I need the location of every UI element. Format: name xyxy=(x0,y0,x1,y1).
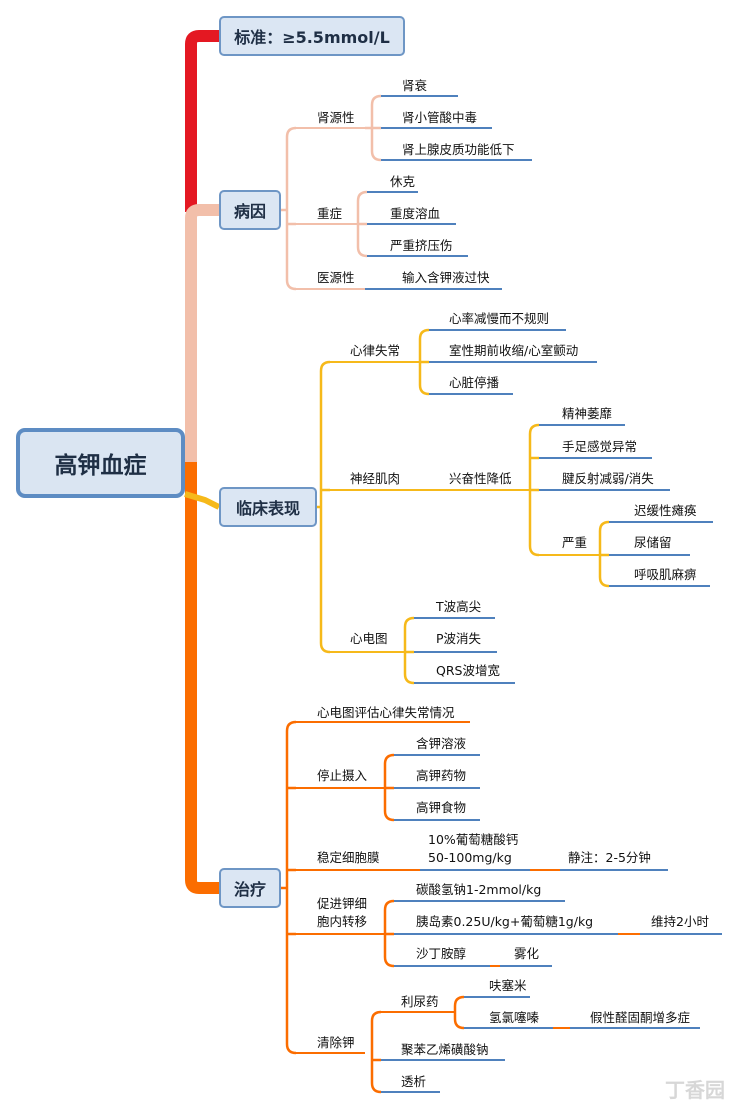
treatment-shift-insulin-duration[interactable]: 维持2小时 xyxy=(651,914,709,929)
treatment-stop-bracket-bottom xyxy=(383,788,395,822)
clinical-arr-bracket-bottom xyxy=(418,362,430,396)
treatment-stabilize-drug-1[interactable]: 10%葡萄糖酸钙 xyxy=(428,832,519,847)
treatment-dialysis[interactable]: 透析 xyxy=(401,1074,427,1089)
treatment-diuretic-label[interactable]: 利尿药 xyxy=(401,994,439,1009)
treatment-diuretic-bracket-bottom xyxy=(453,1012,465,1030)
clinical-ecg-item-1[interactable]: T波高尖 xyxy=(436,599,482,614)
clinical-arrhythmia-item-1[interactable]: 心率减慢而不规则 xyxy=(449,311,550,326)
treatment-diuretic-side-effect[interactable]: 假性醛固酮增多症 xyxy=(590,1010,691,1025)
clinical-neuromuscular-sub[interactable]: 兴奋性降低 xyxy=(449,471,512,486)
cause-renal-item-3[interactable]: 肾上腺皮质功能低下 xyxy=(402,142,515,157)
clinical-arrhythmia-item-2[interactable]: 室性期前收缩/心室颤动 xyxy=(449,343,579,358)
treatment-stabilize-route[interactable]: 静注：2-5分钟 xyxy=(568,850,651,865)
clinical-bracket-bottom xyxy=(319,507,331,654)
treatment-shift-bracket-top xyxy=(383,899,395,934)
treatment-shift-insulin[interactable]: 胰岛素0.25U/kg+葡萄糖1g/kg xyxy=(416,914,594,929)
cause-renal-item-1[interactable]: 肾衰 xyxy=(402,78,428,93)
branch-standard xyxy=(185,30,219,212)
treatment-resin[interactable]: 聚苯乙烯磺酸钠 xyxy=(401,1042,489,1057)
clinical-node[interactable]: 临床表现 xyxy=(219,487,317,527)
cause-iatrogenic-item[interactable]: 输入含钾液过快 xyxy=(402,270,490,285)
clinical-severe-item-3[interactable]: 呼吸肌麻痹 xyxy=(634,567,697,582)
clinical-neuro-item-1[interactable]: 精神萎靡 xyxy=(562,406,613,421)
clinical-neuro-item-3[interactable]: 腱反射减弱/消失 xyxy=(562,471,654,486)
branch-clinical xyxy=(184,491,221,510)
treatment-stop-label[interactable]: 停止摄入 xyxy=(317,768,368,783)
clinical-neuro-bracket-bottom xyxy=(528,490,540,557)
clinical-severe-item-1[interactable]: 迟缓性瘫痪 xyxy=(634,503,697,518)
standard-node[interactable]: 标准：≥5.5mmol/L xyxy=(219,16,405,56)
treatment-diuretic-item-2[interactable]: 氢氯噻嗪 xyxy=(489,1010,540,1025)
clinical-ecg-bracket-top xyxy=(403,616,415,652)
cause-bracket-top xyxy=(285,126,297,210)
cause-renal-label[interactable]: 肾源性 xyxy=(317,110,355,125)
treatment-shift-label-1[interactable]: 促进钾细 xyxy=(317,896,368,911)
clinical-ecg-item-2[interactable]: P波消失 xyxy=(436,631,482,646)
watermark-logo: 丁香园 xyxy=(665,1078,725,1102)
treatment-stop-item-2[interactable]: 高钾药物 xyxy=(416,768,467,783)
treatment-stop-bracket-top xyxy=(383,753,395,788)
branch-cause xyxy=(185,204,219,462)
treatment-diuretic-item-1[interactable]: 呋塞米 xyxy=(489,978,527,993)
clinical-neuro-item-2[interactable]: 手足感觉异常 xyxy=(562,439,638,454)
treatment-remove-bracket-bottom xyxy=(370,1053,382,1094)
clinical-ecg-bracket-bottom xyxy=(403,652,415,685)
cause-severe-item-1[interactable]: 休克 xyxy=(390,174,416,189)
clinical-severe-bracket-top xyxy=(598,520,610,555)
treatment-stabilize-drug-2[interactable]: 50-100mg/kg xyxy=(428,850,512,865)
cause-renal-bracket-bottom xyxy=(370,128,382,162)
clinical-arrhythmia-item-3[interactable]: 心脏停播 xyxy=(449,375,500,390)
treatment-assess[interactable]: 心电图评估心律失常情况 xyxy=(317,705,455,720)
cause-renal-bracket-top xyxy=(370,94,382,128)
clinical-severe-bracket-bottom xyxy=(598,555,610,588)
root-node[interactable]: 高钾血症 xyxy=(16,428,185,498)
treatment-shift-salbutamol-route[interactable]: 雾化 xyxy=(514,946,540,961)
clinical-neuro-bracket-top xyxy=(528,423,540,490)
clinical-ecg-item-3[interactable]: QRS波增宽 xyxy=(436,663,500,678)
clinical-severe-item-2[interactable]: 尿储留 xyxy=(634,535,672,550)
treatment-shift-salbutamol[interactable]: 沙丁胺醇 xyxy=(416,946,467,961)
treatment-stop-item-3[interactable]: 高钾食物 xyxy=(416,800,467,815)
cause-node[interactable]: 病因 xyxy=(219,190,281,230)
cause-severe-item-2[interactable]: 重度溶血 xyxy=(390,206,441,221)
treatment-shift-bracket-bottom xyxy=(383,934,395,968)
clinical-neuromuscular-label[interactable]: 神经肌肉 xyxy=(350,471,401,486)
clinical-severe-label[interactable]: 严重 xyxy=(562,535,588,550)
clinical-arrhythmia-label[interactable]: 心律失常 xyxy=(350,343,401,358)
treatment-shift-bicarb[interactable]: 碳酸氢钠1-2mmol/kg xyxy=(416,882,542,897)
cause-severe-label[interactable]: 重症 xyxy=(317,206,343,221)
clinical-arr-bracket-top xyxy=(418,328,430,362)
cause-renal-item-2[interactable]: 肾小管酸中毒 xyxy=(402,110,478,125)
clinical-bracket-top xyxy=(319,360,331,507)
cause-severe-bracket-top xyxy=(356,190,368,224)
treatment-bracket-bottom xyxy=(285,888,297,1055)
cause-iatrogenic-label[interactable]: 医源性 xyxy=(317,270,355,285)
treatment-stabilize-label[interactable]: 稳定细胞膜 xyxy=(317,850,380,865)
treatment-shift-label-2[interactable]: 胞内转移 xyxy=(317,914,368,929)
clinical-ecg-label[interactable]: 心电图 xyxy=(350,631,388,646)
treatment-diuretic-bracket-top xyxy=(453,995,465,1012)
cause-bracket-bottom xyxy=(285,210,297,291)
treatment-bracket-top xyxy=(285,720,297,888)
cause-severe-item-3[interactable]: 严重挤压伤 xyxy=(390,238,453,253)
treatment-remove-label[interactable]: 清除钾 xyxy=(317,1035,355,1050)
cause-severe-bracket-bottom xyxy=(356,224,368,258)
treatment-stop-item-1[interactable]: 含钾溶液 xyxy=(416,736,467,751)
branch-treatment xyxy=(185,462,219,894)
treatment-remove-bracket-top xyxy=(370,1010,382,1053)
treatment-node[interactable]: 治疗 xyxy=(219,868,281,908)
